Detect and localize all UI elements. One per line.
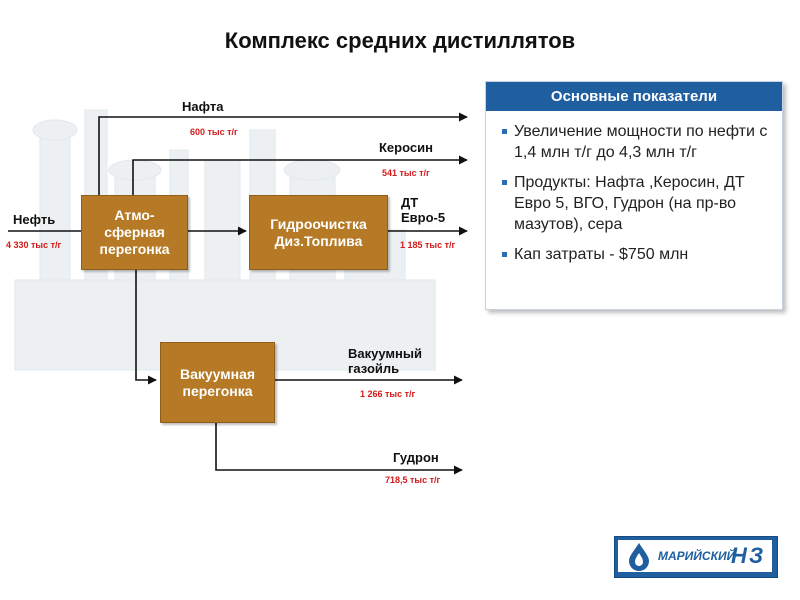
gudron-label: Гудрон xyxy=(393,450,439,465)
drop-flame-icon xyxy=(629,543,649,571)
gudron-value: 718,5 тыс т/г xyxy=(385,475,441,485)
arrow-kerosene xyxy=(132,155,468,195)
indicator-item: Увеличение мощности по нефти с 1,4 млн т… xyxy=(502,121,772,163)
arrow-to-vacuum xyxy=(135,268,157,385)
kerosene-label: Керосин xyxy=(379,140,433,155)
panel-header: Основные показатели xyxy=(486,82,782,111)
vgo-label: Вакуумный газойль xyxy=(348,346,422,376)
vgo-value: 1 266 тыс т/г xyxy=(360,389,416,399)
key-indicators-panel: Основные показатели Увеличение мощности … xyxy=(485,81,783,310)
indicator-item: Кап затраты - $750 млн xyxy=(502,244,772,265)
vacuum-distillation-box: Вакуумная перегонка xyxy=(160,342,275,423)
logo-text: МАРИЙСКИЙ xyxy=(658,549,736,563)
hydrotreating-box: Гидроочистка Диз.Топлива xyxy=(249,195,388,270)
indicator-item: Продукты: Нафта ,Керосин, ДТ Евро 5, ВГО… xyxy=(502,172,772,235)
page-title: Комплекс средних дистиллятов xyxy=(224,28,576,53)
arrow-gudron xyxy=(215,421,463,475)
nafta-value: 600 тыс т/г xyxy=(190,127,238,137)
kerosene-value: 541 тыс т/г xyxy=(382,168,430,178)
logo-mark-n: Н xyxy=(731,543,747,568)
diesel-label: ДТ Евро-5 xyxy=(401,195,446,225)
nafta-label: Нафта xyxy=(182,99,224,114)
diesel-value: 1 185 тыс т/г xyxy=(400,240,456,250)
oil-input-label: Нефть xyxy=(13,212,56,227)
indicators-list: Увеличение мощности по нефти с 1,4 млн т… xyxy=(486,111,782,265)
logo-mark-z: З xyxy=(749,543,764,568)
company-logo: МАРИЙСКИЙ Н З xyxy=(614,536,778,578)
atmospheric-distillation-box: Атмо- сферная перегонка xyxy=(81,195,188,270)
arrow-nafta xyxy=(98,112,468,195)
oil-input-value: 4 330 тыс т/г xyxy=(6,240,62,250)
